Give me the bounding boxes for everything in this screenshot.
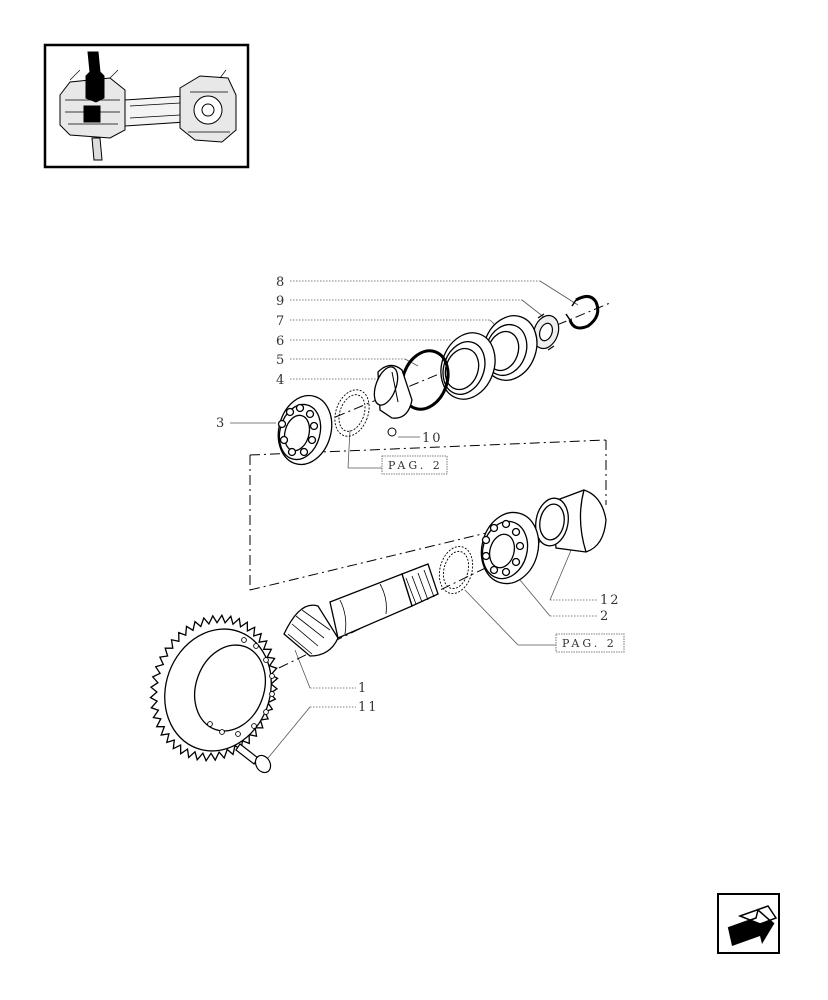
callout-6[interactable]: 6 <box>276 334 286 349</box>
callout-2[interactable]: 2 <box>600 609 610 624</box>
callout-9[interactable]: 9 <box>276 294 286 309</box>
callout-1[interactable]: 1 <box>358 681 368 696</box>
callout-7[interactable]: 7 <box>276 314 286 329</box>
page-reference-lower-label: PAG. 2 <box>562 637 617 650</box>
callout-8[interactable]: 8 <box>276 275 286 290</box>
page-reference-lower[interactable]: PAG. 2 <box>555 633 625 653</box>
part-4-spacer[interactable] <box>370 364 413 419</box>
part-3-roller-bearing[interactable] <box>271 389 339 470</box>
part-2-roller-bearing[interactable] <box>474 506 547 590</box>
leader-lines <box>230 280 598 759</box>
part-9-nut[interactable] <box>529 312 563 352</box>
callout-11[interactable]: 11 <box>358 700 379 715</box>
back-arrow-icon <box>727 905 778 946</box>
assembly-thumbnail[interactable] <box>43 43 250 169</box>
callout-4[interactable]: 4 <box>276 373 286 388</box>
shim-upper[interactable] <box>329 385 375 441</box>
callout-10[interactable]: 10 <box>422 431 443 446</box>
page-reference-upper-label: PAG. 2 <box>388 459 443 472</box>
part-1-ring-gear[interactable] <box>148 613 288 766</box>
part-6-bearing[interactable] <box>432 325 504 407</box>
part-1-pinion-shaft[interactable] <box>283 563 439 657</box>
axle-assembly-thumbnail-icon <box>59 51 237 161</box>
part-5-o-ring[interactable] <box>394 344 456 415</box>
callout-12[interactable]: 12 <box>600 593 621 608</box>
page-reference-upper[interactable]: PAG. 2 <box>381 455 448 475</box>
callout-3[interactable]: 3 <box>216 416 226 431</box>
back-navigation-button[interactable] <box>717 893 780 954</box>
part-12-sleeve[interactable] <box>532 489 607 553</box>
part-10-ball[interactable] <box>387 427 397 437</box>
part-8-circlip[interactable] <box>565 295 600 330</box>
callout-5[interactable]: 5 <box>276 353 286 368</box>
part-11-bolt[interactable] <box>235 743 274 775</box>
shim-lower[interactable] <box>434 543 477 598</box>
